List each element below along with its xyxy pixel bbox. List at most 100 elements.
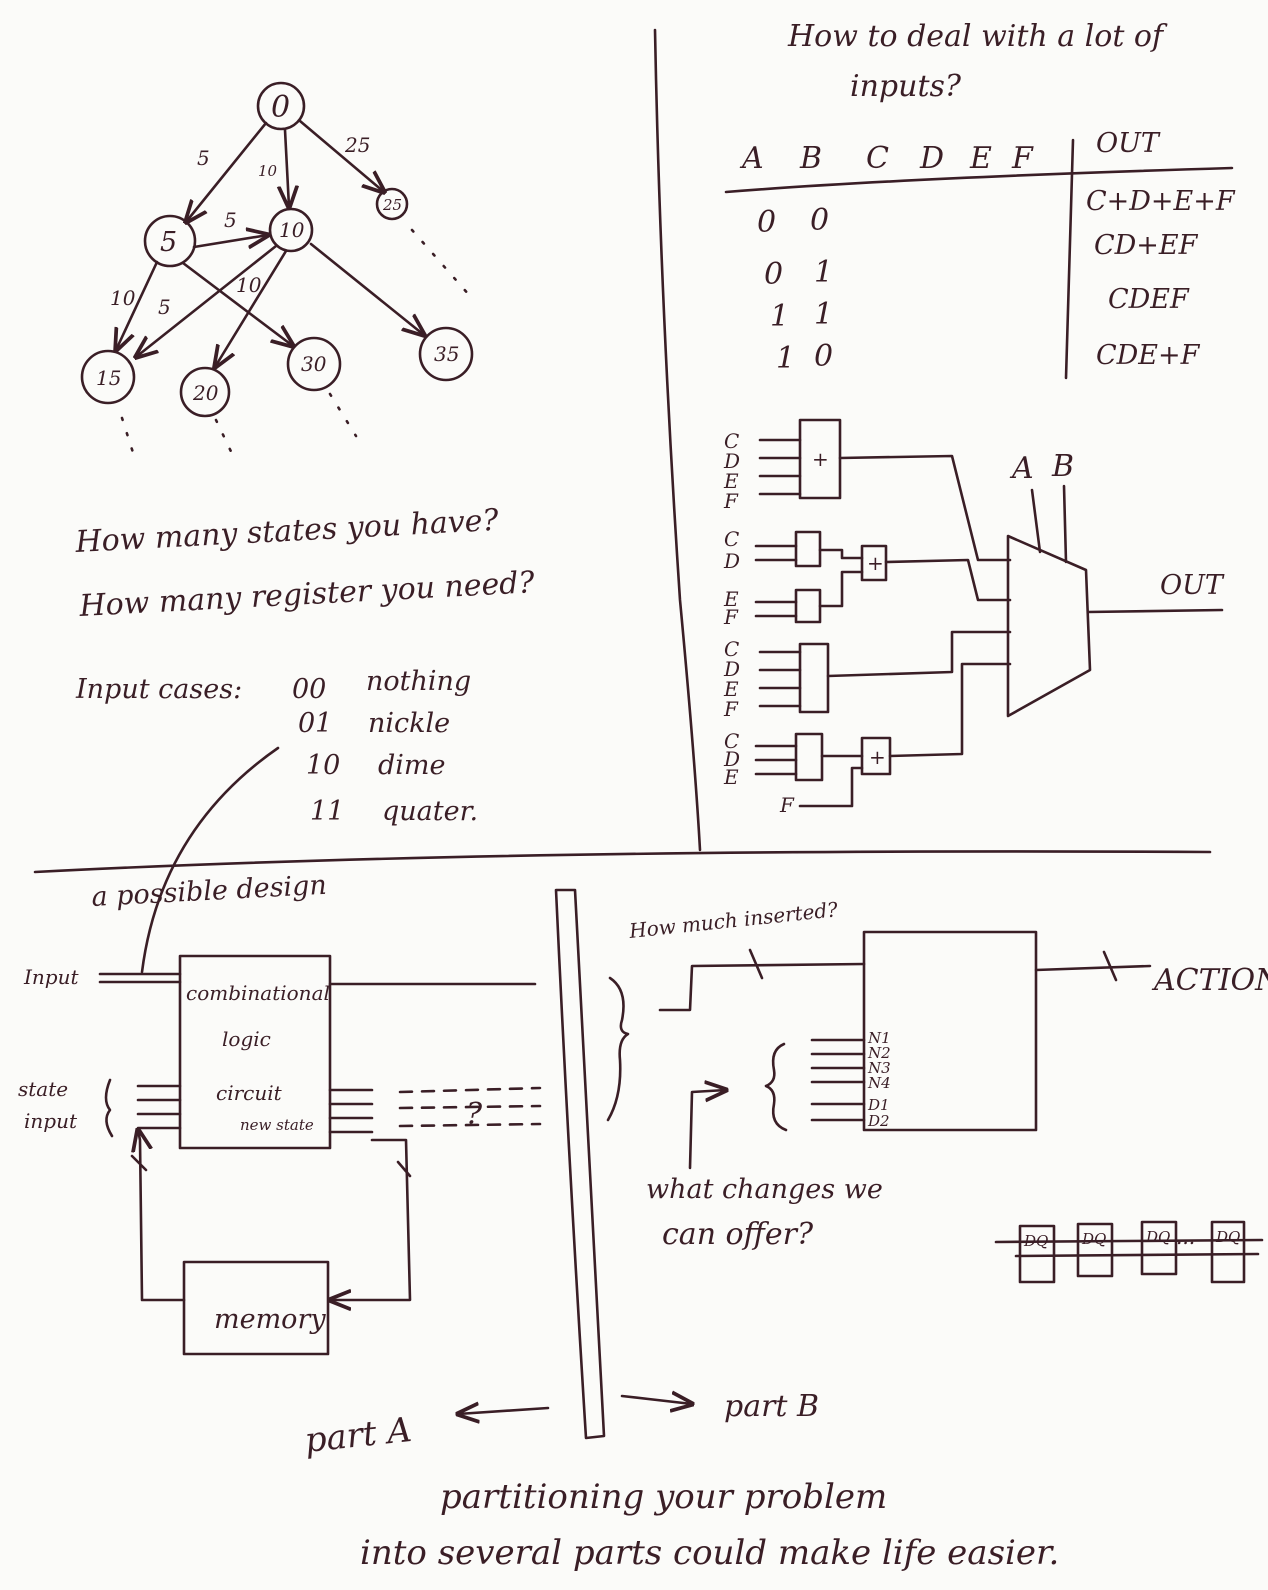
state-label: 10 [279, 218, 305, 242]
memory-label: memory [214, 1304, 326, 1335]
table-header: B [799, 141, 822, 176]
table-cell-b: 1 [814, 255, 833, 290]
edge-label: 5 [158, 295, 171, 319]
input-label: Input [23, 965, 79, 989]
gate-input-wires [758, 438, 802, 496]
change-arrow [688, 1090, 726, 1170]
inserted-question: How much inserted? [627, 897, 839, 943]
edge-label: 25 [344, 133, 370, 157]
state-node [256, 81, 306, 131]
new-state-label: new state [240, 1116, 314, 1134]
gate-input-wires [754, 544, 798, 562]
input-brace [606, 976, 630, 1122]
vertical-divider [653, 28, 702, 852]
state-label: 5 [160, 227, 177, 258]
partition-bar [554, 888, 606, 1440]
gate-input-label: D [723, 449, 740, 473]
and-gate [794, 732, 824, 782]
gate-input-label: E [723, 469, 739, 493]
pin-label: D1 [867, 1096, 890, 1114]
table-header: C [866, 141, 889, 176]
input-name: nothing [366, 666, 471, 697]
table-header: F [1011, 141, 1034, 176]
gate-input-wires [758, 650, 802, 708]
input-code: 11 [310, 796, 344, 827]
edge-label: 10 [258, 162, 278, 180]
edge-label: 5 [197, 146, 210, 170]
table-header: A [739, 141, 764, 176]
transition-edge [116, 260, 159, 350]
mux-output-label: OUT [1160, 570, 1225, 601]
mux-circuit: C D E F + C D E F + C D E F C D E [723, 418, 1225, 817]
table-cell-a: 1 [776, 341, 795, 376]
state-input-label: input [24, 1109, 78, 1133]
design-title: a possible design [91, 870, 328, 913]
table-header: D [919, 141, 944, 176]
state-node [375, 187, 409, 221]
input-name: dime [378, 750, 446, 781]
gate-input-label: F [779, 793, 795, 817]
flip-flop-label: DQ [1023, 1232, 1048, 1250]
flip-flop-label: DQ [1081, 1230, 1106, 1248]
transition-edge [215, 249, 288, 367]
input-code: 10 [306, 750, 340, 781]
gate-input-label: C [724, 637, 739, 661]
dashed-question: ? [466, 1097, 483, 1132]
gate-input-wires [754, 744, 798, 776]
edge-label: 10 [110, 286, 136, 310]
or-gate-symbol: + [867, 551, 884, 575]
input-code: 01 [298, 708, 332, 739]
gate-input-label: C [724, 429, 739, 453]
state-node [286, 336, 342, 392]
state-node [80, 349, 136, 405]
or-gate-symbol: + [812, 447, 829, 471]
and-gate [794, 588, 822, 624]
part-a-arrow [458, 1408, 550, 1414]
table-cell-out: CDE+F [1096, 340, 1201, 371]
gate-input-label: D [723, 747, 740, 771]
box-label: logic [222, 1027, 271, 1051]
changes-label: what changes we [646, 1174, 883, 1205]
state-label: 0 [271, 90, 290, 125]
pin-label: N4 [867, 1074, 891, 1092]
pin-label: D2 [867, 1112, 890, 1130]
registers-question: How many register you need? [78, 565, 537, 624]
new-state-wires [328, 1088, 374, 1134]
table-cell-b: 0 [810, 203, 829, 238]
part-b-label: part B [724, 1389, 819, 1424]
table-cell-out: CDEF [1108, 284, 1190, 315]
input-cases-label: Input cases: [75, 674, 242, 705]
gate-input-label: E [723, 587, 739, 611]
flip-flop-label: DQ [1145, 1228, 1170, 1246]
feedback-wire [330, 1138, 412, 1300]
states-question: How many states you have? [74, 503, 501, 560]
state-label: 30 [301, 352, 327, 376]
continuation-dots [120, 416, 138, 464]
mux-wire [826, 630, 1012, 678]
gate-wires [818, 548, 864, 608]
flip-flop-chain: DQ DQ DQ DQ ... [994, 1220, 1264, 1284]
edge-label: 10 [236, 273, 262, 297]
state-node [418, 326, 474, 382]
transition-edge [186, 121, 268, 222]
state-input-label: state [18, 1077, 68, 1101]
table-cell-b: 0 [814, 339, 833, 374]
action-wire [1034, 964, 1152, 972]
chain-ellipsis: ... [1176, 1225, 1195, 1249]
edge-label: 5 [224, 208, 237, 232]
truth-table-title: How to deal with a lot of [787, 19, 1168, 54]
select-label: B [1051, 449, 1074, 484]
truth-table-title: inputs? [850, 69, 962, 104]
inserted-wire [658, 962, 866, 1012]
annotation-curve [140, 746, 280, 974]
gate-input-label: F [723, 489, 739, 513]
select-label: A [1009, 451, 1034, 486]
input-name: nickle [368, 708, 450, 739]
mux-wire [888, 662, 1012, 758]
transition-edge [285, 128, 289, 207]
controller-box [862, 930, 1038, 1132]
or-gate-symbol: + [869, 745, 886, 769]
box-label: circuit [216, 1081, 283, 1105]
flip-flop [1018, 1224, 1056, 1284]
chain-wires [994, 1238, 1264, 1258]
